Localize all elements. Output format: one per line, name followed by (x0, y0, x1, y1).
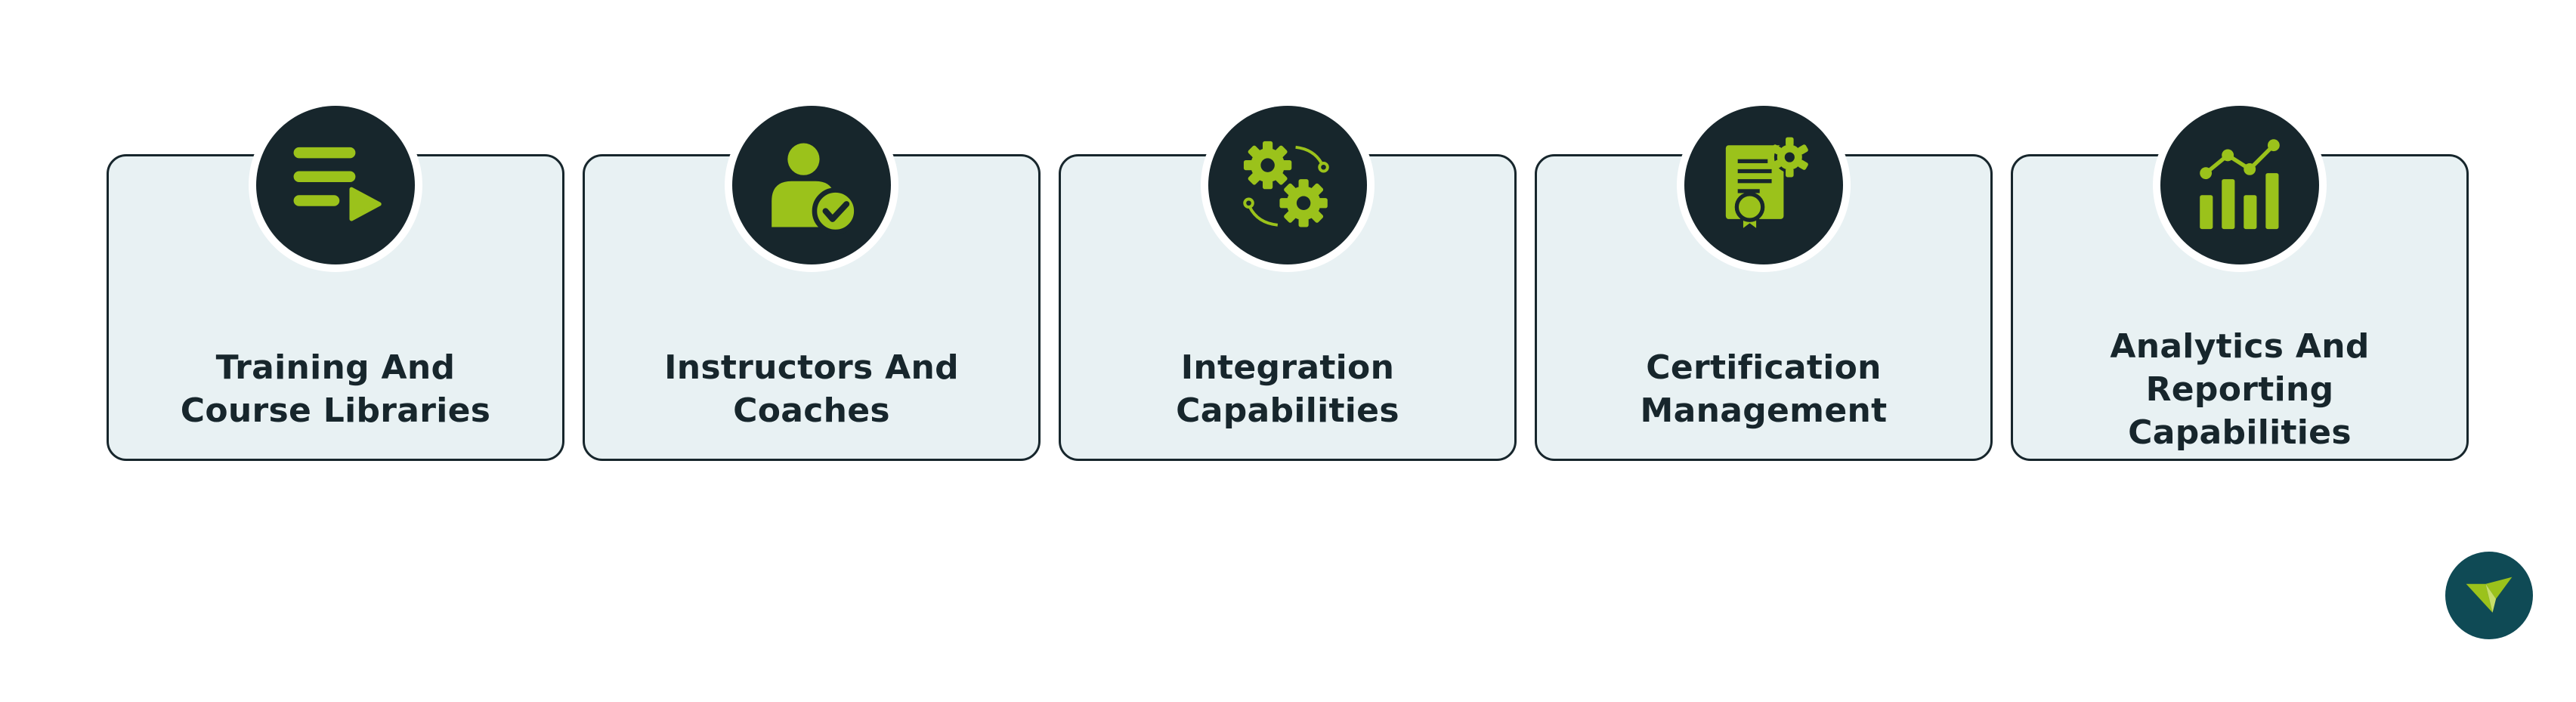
card-title: Training And Course Libraries (180, 348, 491, 430)
card-title: Integration Capabilities (1176, 348, 1399, 430)
gears-icon (1243, 141, 1329, 227)
instructor-check-icon (772, 143, 859, 235)
feature-card-certification: Certification Management (1535, 154, 1993, 461)
card-title: Analytics And Reporting Capabilities (2110, 326, 2370, 452)
analytics-chart-icon (2200, 139, 2280, 230)
certificate-icon (1725, 137, 1808, 234)
card-title: Instructors And Coaches (664, 348, 959, 430)
playlist-icon (293, 147, 382, 221)
feature-icon-badge (1201, 98, 1375, 272)
feature-icon-badge (1677, 98, 1851, 272)
card-title: Certification Management (1640, 348, 1888, 430)
feature-icon-badge (725, 98, 898, 272)
feature-icon-badge (249, 98, 422, 272)
brand-logo-icon (2466, 577, 2513, 613)
feature-icon-badge (2153, 98, 2327, 272)
brand-logo (2445, 552, 2533, 639)
